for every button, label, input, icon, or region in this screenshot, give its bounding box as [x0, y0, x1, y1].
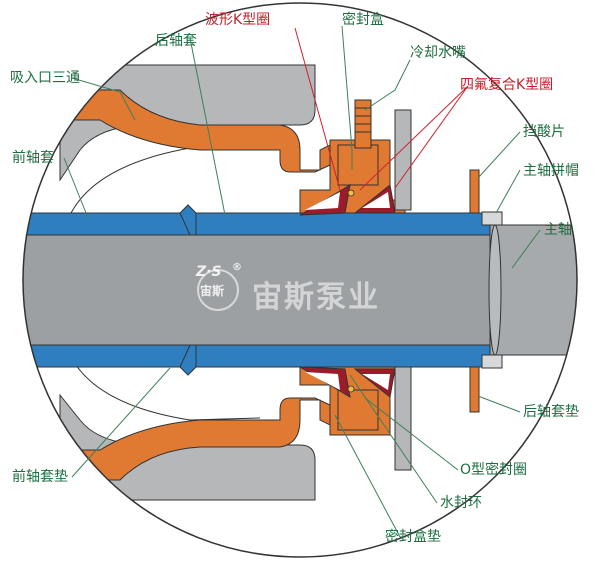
sleeve-top [23, 212, 491, 236]
watermark-logo-sub: 宙斯 [200, 284, 225, 298]
shaft-cap-top [481, 211, 503, 226]
k-rings-bottom [299, 366, 396, 398]
k-rings-top [299, 184, 396, 216]
main-shaft-end [489, 224, 577, 356]
label-acid-guard: 挡酸片 [523, 124, 565, 140]
brand-logo [197, 269, 239, 311]
red-leaders [294, 27, 469, 191]
label-cooling-nozzle: 冷却水嘴 [410, 45, 466, 61]
watermark-brand: 宙斯泵业 [252, 280, 380, 315]
watermark-registered: ® [232, 262, 242, 273]
label-o-ring: O型密封圈 [460, 462, 528, 478]
main-shaft-body [23, 234, 501, 346]
acid-guard-bottom [469, 359, 480, 413]
watermark-logo-text: Z·S [196, 264, 222, 280]
label-front-sleeve-gasket: 前轴套垫 [12, 469, 68, 485]
label-rear-sleeve: 后轴套 [155, 33, 197, 49]
gland-plate-bottom [394, 364, 412, 471]
shaft-cap-bottom [481, 354, 503, 369]
label-wave-k-ring: 波形K型圈 [205, 12, 271, 28]
green-leaders [63, 25, 541, 538]
label-shaft-cap: 主轴拼帽 [523, 163, 579, 179]
label-main-shaft: 主轴 [544, 222, 572, 238]
label-seal-box-gasket: 密封盒垫 [385, 529, 441, 545]
label-seal-box: 密封盒 [342, 12, 384, 28]
label-front-sleeve: 前轴套 [12, 150, 54, 166]
label-suction-tee: 吸入口三通 [10, 70, 80, 86]
label-water-seal-ring: 水封环 [440, 495, 482, 511]
sleeve-bottom [23, 344, 491, 368]
impeller-eye-arc [69, 147, 261, 216]
gland-plate-top [394, 109, 412, 211]
acid-guard-top [469, 169, 480, 219]
cooling-nozzle [354, 99, 372, 149]
label-ptfe-k-ring: 四氟复合K型圈 [460, 77, 554, 93]
label-rear-sleeve-gasket: 后轴套垫 [523, 404, 579, 420]
